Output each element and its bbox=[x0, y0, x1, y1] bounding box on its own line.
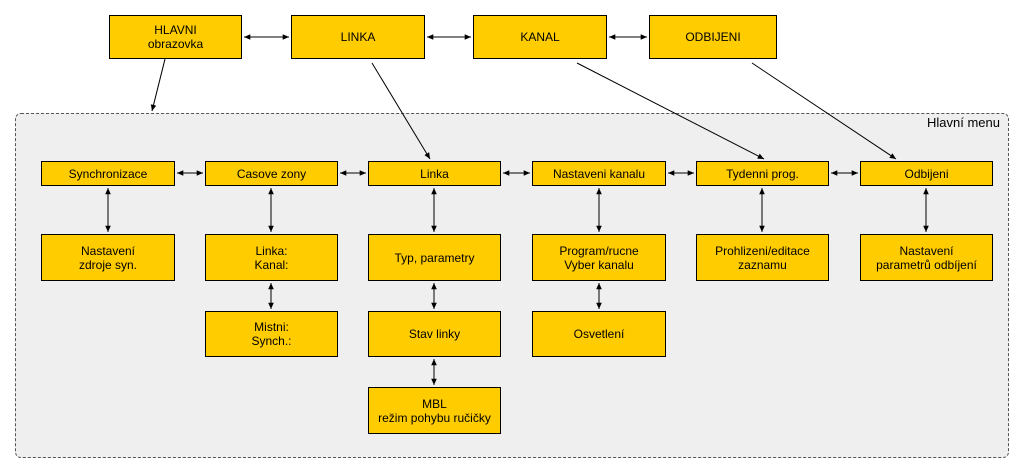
linka-box: Linka bbox=[368, 161, 501, 186]
nastaveni-odbijeni-box: Nastavení parametrů odbíjení bbox=[860, 234, 993, 281]
stav-linky-box: Stav linky bbox=[368, 311, 501, 357]
prohlizeni-box: Prohlizeni/editace zaznamu bbox=[696, 234, 829, 281]
osvetleni-box: Osvetlení bbox=[532, 311, 666, 357]
kanal-top-box: KANAL bbox=[473, 15, 607, 59]
arrow-odbijeni-to-odbijeni bbox=[751, 62, 897, 160]
synchronizace-box: Synchronizace bbox=[41, 161, 175, 186]
nastaveni-zdroje-box: Nastavení zdroje syn. bbox=[41, 234, 175, 281]
mbl-box: MBL režim pohybu ručičky bbox=[368, 387, 501, 434]
arrow-linka-to-linka bbox=[371, 62, 431, 160]
casove-zony-box: Casove zony bbox=[205, 161, 338, 186]
arrow-hlavni-to-menu bbox=[150, 58, 166, 112]
hlavni-obrazovka-box: HLAVNI obrazovka bbox=[109, 15, 242, 59]
mistni-synch-box: Mistni: Synch.: bbox=[205, 311, 338, 357]
linka-kanal-box: Linka: Kanal: bbox=[205, 234, 338, 281]
odbijeni-top-box: ODBIJENI bbox=[649, 15, 777, 59]
tydenni-prog-box: Tydenni prog. bbox=[696, 161, 829, 186]
nastaveni-kanalu-box: Nastaveni kanalu bbox=[532, 161, 666, 186]
odbijeni-box: Odbijeni bbox=[860, 161, 993, 186]
program-rucne-box: Program/rucne Vyber kanalu bbox=[532, 234, 666, 281]
typ-parametry-box: Typ, parametry bbox=[368, 234, 501, 281]
main-menu-title: Hlavní menu bbox=[927, 115, 1000, 130]
linka-top-box: LINKA bbox=[291, 15, 425, 59]
arrow-kanal-to-tydenni bbox=[576, 62, 765, 160]
